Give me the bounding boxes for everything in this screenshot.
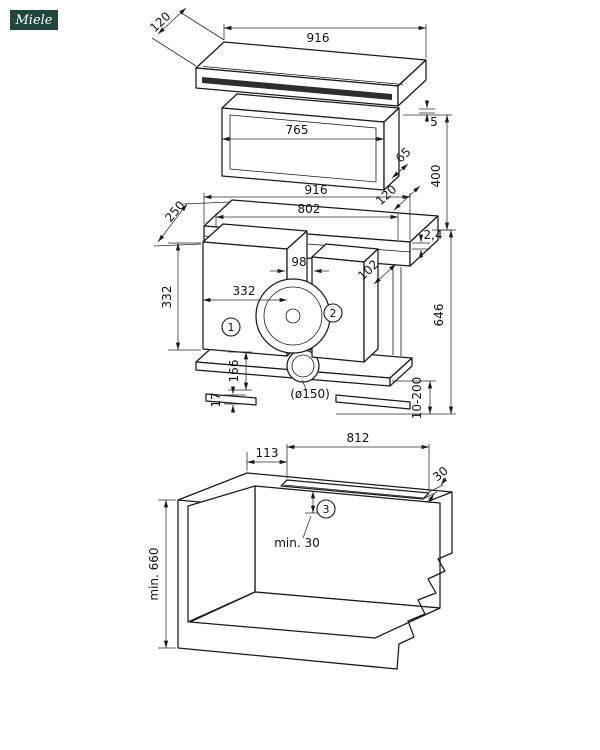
callout-circle xyxy=(221,317,241,337)
dim-duct-diameter: (ø150) xyxy=(290,379,330,401)
ext-line xyxy=(153,243,202,247)
dim-housing-width: 332 xyxy=(203,284,287,303)
canopy xyxy=(195,41,427,107)
dim-line xyxy=(157,7,187,35)
callout-circle xyxy=(323,303,343,323)
dim-label-cutout-depth: 30 xyxy=(430,464,451,485)
dim-outlet-offset: 98 xyxy=(270,255,329,274)
dim-label-glass-gap: 5 xyxy=(430,115,438,129)
dim-label-lift-height: 400 xyxy=(429,165,443,188)
callout-motor: 1 xyxy=(221,317,241,337)
dim-housing-height: 332 xyxy=(160,242,201,351)
dim-label-housing-width: 332 xyxy=(233,284,256,298)
dim-panel-gap: 2,4 xyxy=(412,228,443,258)
brand-logo: Miele xyxy=(10,10,58,30)
dim-label-housing-height: 332 xyxy=(160,286,174,309)
callout-cabinet: 3 xyxy=(316,499,336,519)
torn-edge xyxy=(396,552,453,670)
blower-mid-circle xyxy=(263,286,323,346)
dim-lift-height: 400 xyxy=(403,114,452,231)
dim-line xyxy=(393,185,421,211)
dim-label-outlet-offset: 98 xyxy=(291,255,306,269)
dim-label-plate-offset: 166 xyxy=(227,360,241,383)
dim-line xyxy=(391,163,409,179)
leader-line xyxy=(301,379,307,390)
dim-label-inner-width: 802 xyxy=(298,202,321,216)
ext-line xyxy=(428,484,444,493)
blower-hub-circle xyxy=(285,308,301,324)
dim-cutout-offset: 113 xyxy=(246,446,287,471)
brand-logo-text: Miele xyxy=(14,13,52,28)
tower-front-face xyxy=(221,107,385,191)
dim-label-bracket-thickness: 17 xyxy=(209,392,223,407)
glass-panel xyxy=(202,77,392,100)
mounting-bracket xyxy=(205,393,257,406)
slot-inner-line xyxy=(283,484,425,499)
toe-panel xyxy=(335,394,411,410)
tower-right-face xyxy=(383,107,400,191)
dim-line xyxy=(373,263,397,285)
blower-outer-circle xyxy=(255,278,331,354)
ext-line xyxy=(151,37,197,67)
dim-inner-width: 802 xyxy=(215,202,399,240)
dimensions-bottom: 812 113 30 min. 30 min. 660 xyxy=(147,431,451,649)
dim-label-front-clearance: min. 30 xyxy=(274,536,320,550)
blower-outlet xyxy=(255,278,331,354)
callout-circle xyxy=(316,499,336,519)
dim-label-canopy-width: 916 xyxy=(307,31,330,45)
plate-right-face xyxy=(389,357,413,387)
tower-inner-panel xyxy=(229,114,377,183)
dim-plinth-range: 10-200 xyxy=(392,377,436,420)
leader-line xyxy=(302,515,312,539)
callout-cabinet-label: 3 xyxy=(323,503,330,516)
callout-motor-label: 1 xyxy=(228,321,235,334)
arrow-line xyxy=(428,493,435,502)
dim-cabinet-height: min. 660 xyxy=(147,499,176,649)
dim-label-glass-width: 765 xyxy=(286,123,309,137)
dim-total-height: 646 xyxy=(336,229,456,415)
dim-line xyxy=(157,203,188,243)
body-right-face xyxy=(409,215,439,267)
brand-logo-plate xyxy=(10,10,58,30)
extractor-assembly xyxy=(195,41,439,410)
dim-label-cutout-width: 812 xyxy=(347,431,370,445)
dim-label-cabinet-height: min. 660 xyxy=(147,547,161,600)
cabinet-floor xyxy=(189,591,441,639)
dim-canopy-width: 916 xyxy=(223,24,427,58)
callout-blower: 2 xyxy=(323,303,343,323)
dim-glass-gap: 5 xyxy=(419,100,438,129)
dim-cutout-depth: 30 xyxy=(422,464,451,502)
dim-cutout-width: 812 xyxy=(286,431,430,491)
canopy-top-groove xyxy=(202,66,404,85)
cabinet-bottom-front-edge xyxy=(177,647,398,670)
dim-glass-width: 765 xyxy=(222,123,384,142)
cabinet xyxy=(177,472,453,670)
dim-label-total-height: 646 xyxy=(432,304,446,327)
ext-line xyxy=(179,11,225,41)
dim-label-cutout-offset: 113 xyxy=(256,446,279,460)
dim-label-canopy-depth: 120 xyxy=(147,9,173,35)
arrow-line xyxy=(440,477,448,486)
canopy-right-face xyxy=(397,59,427,107)
callout-blower-label: 2 xyxy=(330,307,337,320)
dim-label-duct-diameter: (ø150) xyxy=(290,387,330,401)
dim-label-panel-gap: 2,4 xyxy=(423,228,442,242)
dim-bracket-thickness: 17 xyxy=(209,386,246,413)
lift-tower xyxy=(221,93,400,191)
dim-label-housing-depth: 250 xyxy=(162,198,187,225)
duct-inner-circle xyxy=(291,354,315,378)
dim-label-plinth-range: 10-200 xyxy=(410,377,424,420)
dim-label-body-width: 916 xyxy=(305,183,328,197)
ext-line xyxy=(182,201,231,205)
